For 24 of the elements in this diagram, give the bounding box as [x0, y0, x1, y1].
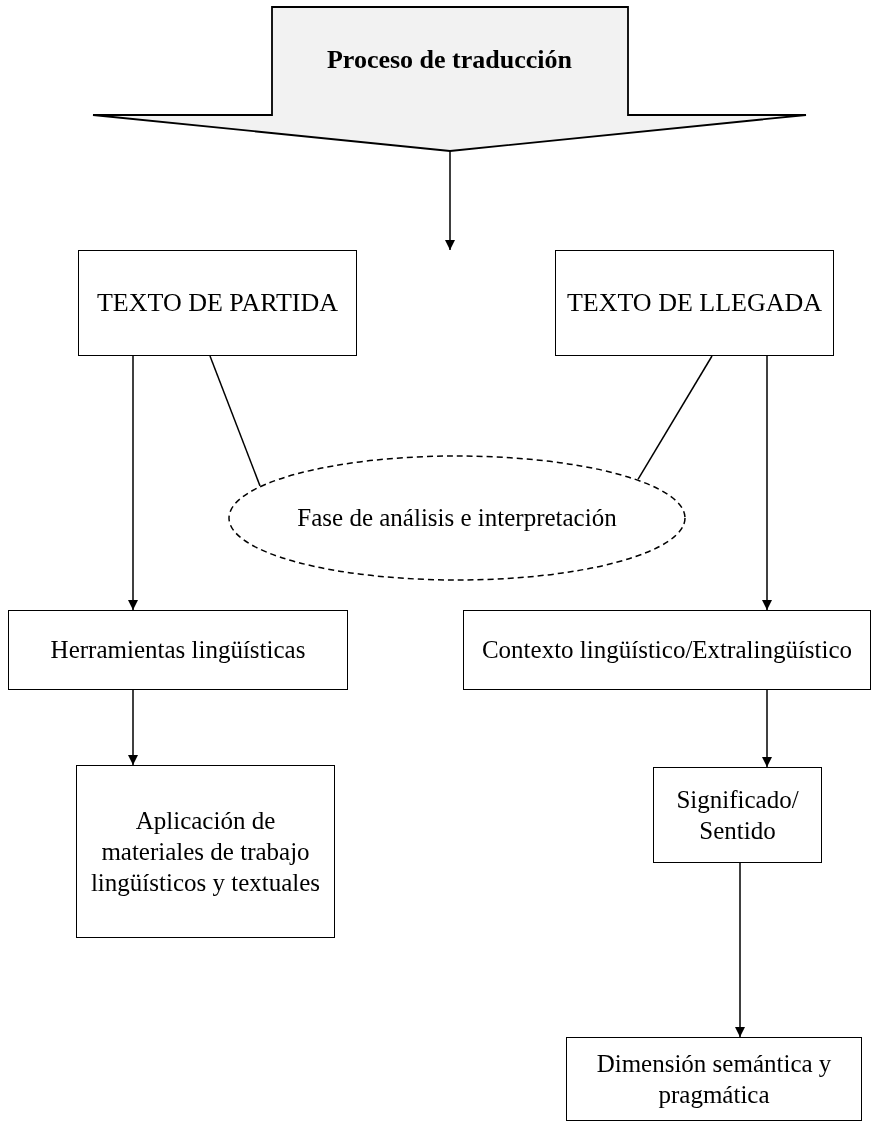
connector-line [637, 355, 713, 481]
text-box [566, 1037, 862, 1121]
text-box [8, 610, 348, 690]
node-text: Fase de análisis e interpretación [296, 503, 618, 534]
title-text: Proceso de traducción [325, 43, 573, 76]
node-text: Contexto lingüístico/Extralingüístico [480, 635, 854, 666]
node-text: Significado/ Sentido [675, 784, 800, 846]
arrow [445, 150, 455, 251]
node-text: Dimensión semántica y pragmática [595, 1048, 833, 1110]
arrow [762, 689, 772, 768]
text-box [463, 610, 871, 690]
node-text: TEXTO DE PARTIDA [95, 286, 340, 319]
text-box [76, 765, 335, 938]
arrow [128, 355, 138, 611]
node-text: Aplicación de materiales de trabajo lingüísticos y textuales [89, 805, 322, 899]
node-text: Herramientas lingüísticas [49, 635, 307, 666]
text-box [78, 250, 357, 356]
arrow [128, 689, 138, 766]
arrow [762, 355, 772, 611]
text-box [555, 250, 834, 356]
node-text: TEXTO DE LLEGADA [565, 286, 824, 319]
text-box [653, 767, 822, 863]
connector-line [209, 355, 261, 487]
arrow [735, 862, 745, 1038]
